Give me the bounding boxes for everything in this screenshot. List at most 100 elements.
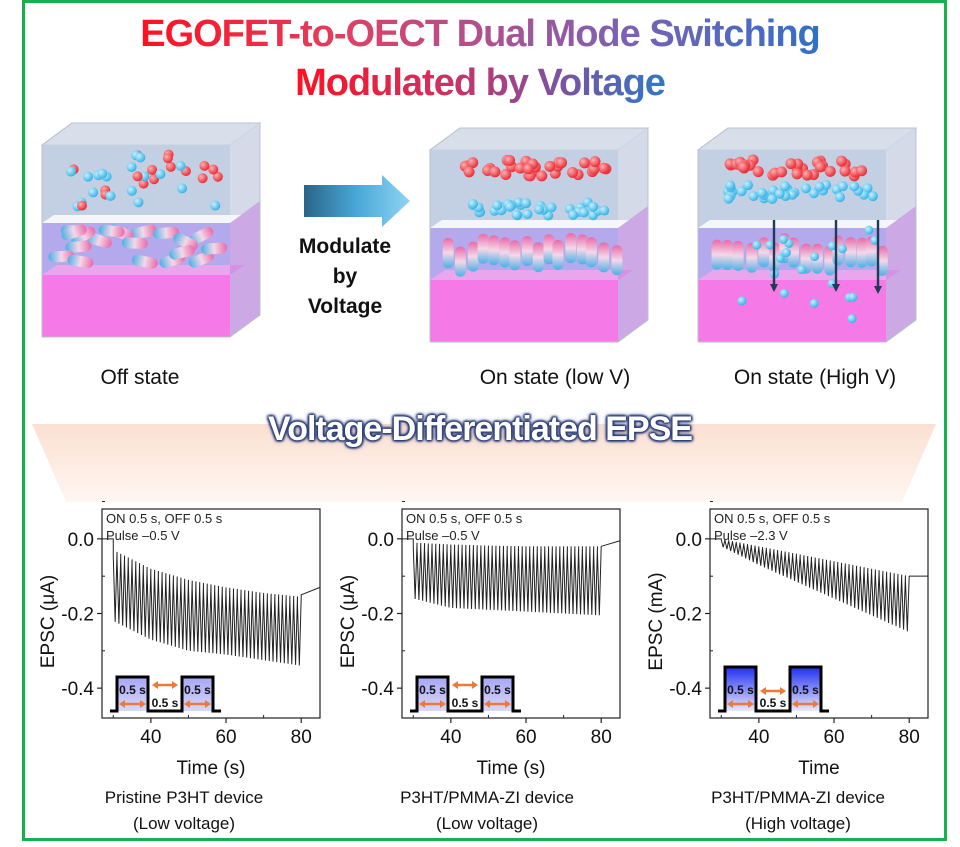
arrow-head [727,700,733,708]
anion-ball [212,171,223,182]
cation-ball [105,190,116,201]
x-tick-label: 60 [215,727,236,748]
polymer-capsule [552,239,564,270]
pulse-duration-label: 0.5 s [419,683,446,697]
y-tick-label: -0.2 [669,605,702,626]
cation-ball [779,234,789,244]
cation-ball [837,244,847,254]
anion-ball [132,171,143,182]
cation-ball [837,181,848,192]
cation-ball [774,188,785,199]
caption-pristine-line2: (Low voltage) [132,814,236,833]
anion-ball [791,168,803,180]
chart-annotation: ON 0.5 s, OFF 0.5 s [714,511,831,526]
modulate-by-voltage-label: Modulate by Voltage [280,232,410,322]
polymer-capsule [169,245,195,260]
caption-pmma-low-line2: (Low voltage) [435,814,539,833]
anion-ball [147,164,158,175]
polymer-capsule [477,233,489,264]
chart-annotation: Pulse –2.3 V [714,528,788,543]
anion-ball [856,165,868,177]
polymer-capsule [454,246,466,277]
substrate-layer [698,280,886,342]
polymer-capsule [130,225,156,239]
cation-ball [779,288,789,298]
epsc-trace [402,538,621,616]
box-outline [41,122,261,338]
interface-surface [430,220,630,228]
polymer-capsule [509,240,521,271]
y-tick-label: -0.4 [669,679,702,700]
arrow-head [119,700,125,708]
anion-ball [776,166,788,178]
arrow-head [505,700,511,708]
title-line-1: EGOFET-to-OECT Dual Mode Switching [0,14,960,54]
cation-ball [864,225,874,235]
x-tick-label: 80 [591,727,612,748]
cation-ball [767,193,778,204]
cation-ball [827,241,837,251]
arrow-head [874,286,882,294]
off-state-label: Off state [100,366,180,389]
cation-ball [511,209,522,220]
cation-ball [743,180,754,191]
x-tick-label: 80 [291,727,312,748]
anion-ball [500,169,512,181]
anion-ball [737,161,749,173]
pulse-waveform [110,675,221,713]
arrow-head [792,700,798,708]
cation-ball [492,200,503,211]
arrow-head [140,700,146,708]
pulse-waveform [410,675,521,713]
polymer-capsule [467,241,479,272]
electrolyte-top-face [40,122,262,146]
x-tick-label: 60 [823,727,844,748]
arrow-head [760,687,766,695]
arrow-head [484,700,490,708]
cation-ball [588,201,599,212]
anion-ball [76,200,87,211]
polymer-capsule [721,239,733,270]
polymer-capsule [845,237,857,268]
title-text-2: Modulated by Voltage [295,62,666,104]
pulse-duration-label: 0.5 s [184,683,211,697]
title-line-2: Modulated by Voltage [0,63,960,103]
cation-ball [867,191,878,202]
anion-ball [544,160,556,172]
polymer-capsule [565,233,577,264]
polymer-capsule [732,240,744,271]
pulse-duration-label: 0.5 s [727,683,754,697]
side-shade [618,206,648,342]
cation-ball [568,209,579,220]
polymer-capsule [71,226,96,246]
y-tick-label: -0.2 [361,605,394,626]
cation-ball [126,185,137,196]
arrow-head [419,700,425,708]
polymer-capsule [67,254,94,269]
substrate-top [698,270,901,280]
epsc-trace [102,538,321,666]
x-axis-label: Time [798,758,840,779]
y-tick-label: 0.0 [68,530,94,551]
y-tick-label: -0.4 [61,679,94,700]
cation-ball [736,186,747,197]
side-shade [886,206,916,342]
arrow-head [452,681,458,689]
anion-ball [489,166,501,178]
cation-ball [175,161,186,172]
cation-ball [534,204,545,215]
anion-ball [504,154,516,166]
cation-ball [757,187,768,198]
caption-pmma-low-line1: P3HT/PMMA-ZI device [400,788,574,807]
cation-ball [126,162,137,173]
anion-ball [197,173,208,184]
cation-ball [834,192,845,203]
subtitle-banner [32,424,936,502]
cation-ball [133,197,144,208]
substrate-layer [430,280,618,342]
cation-ball [809,298,819,308]
cation-ball [780,181,791,192]
anion-ball [165,161,176,172]
anion-ball [138,178,149,189]
polymer-capsule [201,242,228,255]
